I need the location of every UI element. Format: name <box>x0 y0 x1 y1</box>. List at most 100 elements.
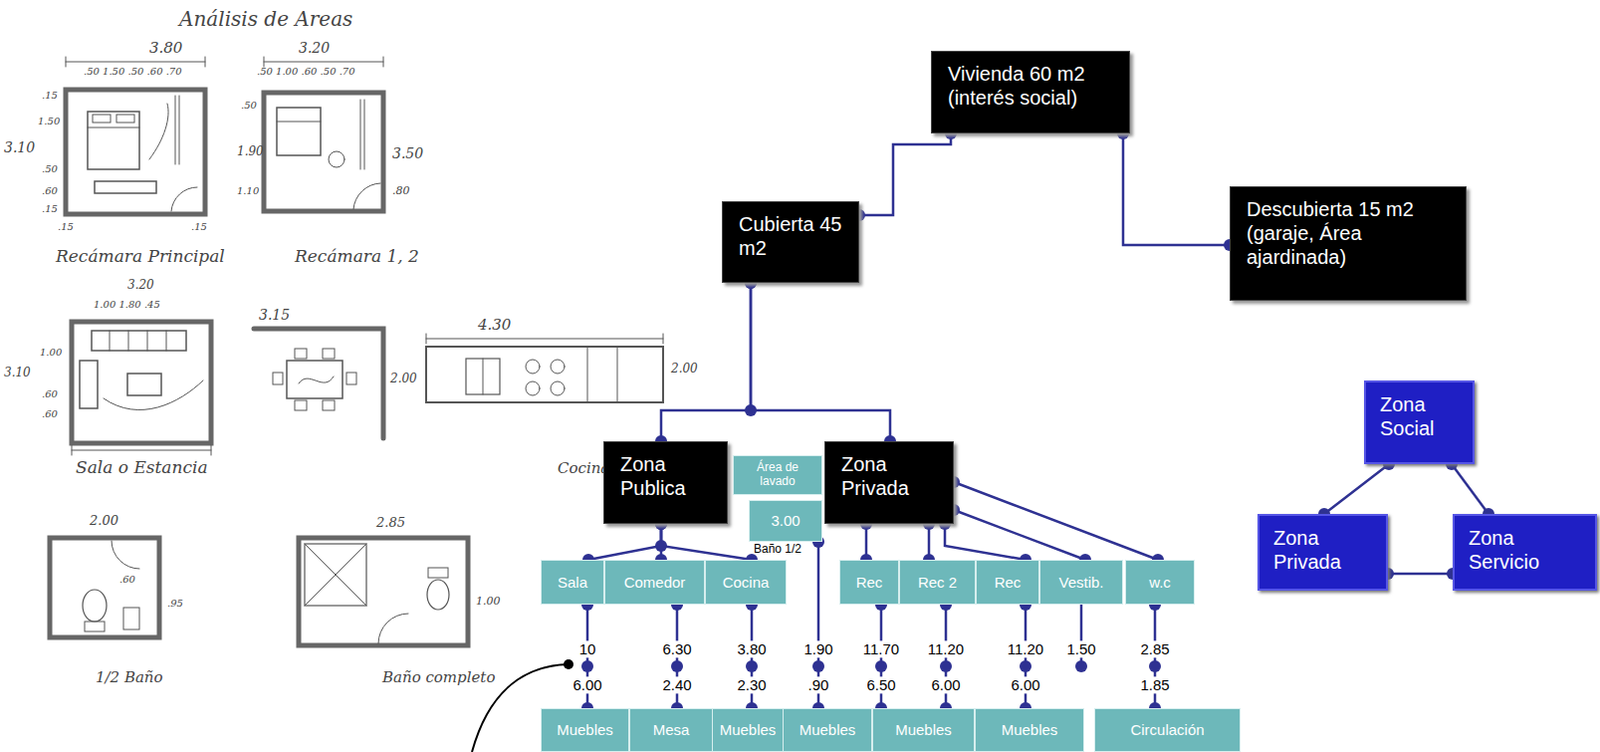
space-box: Circulación <box>1094 707 1241 752</box>
space-box: Rec <box>839 559 900 605</box>
sketch-note: Baño completo <box>382 669 495 686</box>
connector-dot <box>1019 660 1032 673</box>
area-value: 2.30 <box>734 676 768 693</box>
room-sketch <box>322 348 335 359</box>
box-label: Sala <box>557 573 588 592</box>
sketch-note: Sala o Estancia <box>75 457 209 478</box>
sketch-note: 3.20 <box>298 39 330 56</box>
room-sketch <box>294 348 307 359</box>
connector-dot <box>1148 660 1161 673</box>
room-sketch <box>82 589 107 622</box>
space-box: Muebles <box>974 707 1085 752</box>
box-label: Vivienda 60 m2 (interés social) <box>947 61 1114 110</box>
sketch-note: .60 <box>41 388 58 401</box>
space-box: Muebles <box>872 707 975 752</box>
space-box: Muebles <box>711 707 785 752</box>
room-sketch <box>103 380 204 411</box>
box-label: Muebles <box>895 720 952 739</box>
zone-box: Zona Publica <box>603 441 728 524</box>
sketch-note: Recámara 1, 2 <box>294 246 420 267</box>
sketch-note: 2.00 <box>390 372 418 387</box>
connector-line <box>859 133 951 216</box>
box-label: Cubierta 45 m2 <box>738 212 843 260</box>
area-value: 3.80 <box>734 640 768 658</box>
room-sketch <box>525 381 540 396</box>
area-value: 6.30 <box>660 640 693 658</box>
room-sketch <box>65 56 206 67</box>
room-sketch <box>276 107 321 156</box>
sketch-note: 1.00 <box>475 595 501 609</box>
zone-box: Cubierta 45 m2 <box>721 201 860 283</box>
room-sketch <box>175 95 180 165</box>
room-sketch <box>465 358 500 395</box>
area-value: 1.85 <box>1138 676 1171 693</box>
room-sketch <box>427 579 450 610</box>
room-sketch <box>525 359 540 374</box>
dot-group <box>581 127 1495 714</box>
room-sketch <box>272 372 283 385</box>
box-label: Zona Privada <box>1273 525 1372 574</box>
box-label: Área de lavado <box>743 459 812 488</box>
room-sketch <box>87 111 140 170</box>
box-label: Circulación <box>1130 720 1204 739</box>
zone-bubble: Zona Servicio <box>1452 513 1598 591</box>
box-label: Rec <box>856 573 884 592</box>
room-sketch <box>91 330 187 351</box>
space-box: Muebles <box>540 707 630 752</box>
sketch-note: 4.30 <box>477 316 511 334</box>
sketch-note: 3.50 <box>392 145 424 162</box>
sketch-note: Cocina <box>557 459 610 477</box>
area-value: 2.85 <box>1138 640 1171 658</box>
room-sketch <box>346 372 357 385</box>
room-sketch <box>426 333 664 344</box>
zone-bubble: Zona Privada <box>1257 513 1388 591</box>
space-box: Rec 2 <box>899 559 976 605</box>
box-label: 3.00 <box>770 511 800 530</box>
box-label: Muebles <box>799 720 857 739</box>
connector-dot <box>671 660 684 673</box>
room-sketch <box>322 400 335 411</box>
room-sketch <box>276 121 321 123</box>
space-box: Cocina <box>704 559 787 605</box>
sketch-note: .50 <box>41 163 58 176</box>
zone-box: Zona Privada <box>824 441 954 524</box>
connector-line <box>953 481 1158 560</box>
space-box: Sala <box>540 559 605 605</box>
room-sketch <box>116 114 135 123</box>
space-box: Mesa <box>629 707 713 752</box>
connector-line <box>588 523 662 560</box>
box-label: Comedor <box>624 573 686 592</box>
room-sketch <box>428 567 449 578</box>
box-label: Zona Publica <box>620 452 711 500</box>
zone-bubble: Zona Social <box>1364 380 1475 464</box>
sketch-note: .95 <box>167 597 184 610</box>
room-sketch <box>49 56 664 646</box>
sketch-note: 3.15 <box>258 306 290 323</box>
connector-dot <box>812 660 825 673</box>
connector-line <box>661 282 751 442</box>
room-sketch <box>304 543 367 606</box>
sketch-note: .50 <box>240 99 257 112</box>
box-label: Vestib. <box>1058 573 1104 592</box>
connector-dot <box>744 404 757 417</box>
room-sketch <box>298 376 334 384</box>
connector-line <box>750 282 891 442</box>
sketch-note: 1.90 <box>236 145 264 160</box>
room-sketch <box>71 321 212 444</box>
box-label: Zona Privada <box>841 452 937 500</box>
space-box: Vestib. <box>1039 559 1124 605</box>
area-value: 2.40 <box>660 676 693 693</box>
connector-line <box>1387 572 1453 576</box>
sketch-note: 2.00 <box>89 513 119 529</box>
sketch-note: 1.00 <box>39 346 62 359</box>
room-sketch <box>84 621 105 632</box>
sketch-note: .15 <box>57 221 74 233</box>
sketch-note: .50 1.00 .60 .50 .70 <box>256 65 356 78</box>
connector-line <box>1451 463 1489 514</box>
room-sketch <box>263 56 384 67</box>
box-label: Rec 2 <box>917 573 957 592</box>
room-sketch <box>111 540 140 569</box>
room-sketch <box>550 359 565 374</box>
sketch-note: Análisis de Areas <box>179 7 353 31</box>
